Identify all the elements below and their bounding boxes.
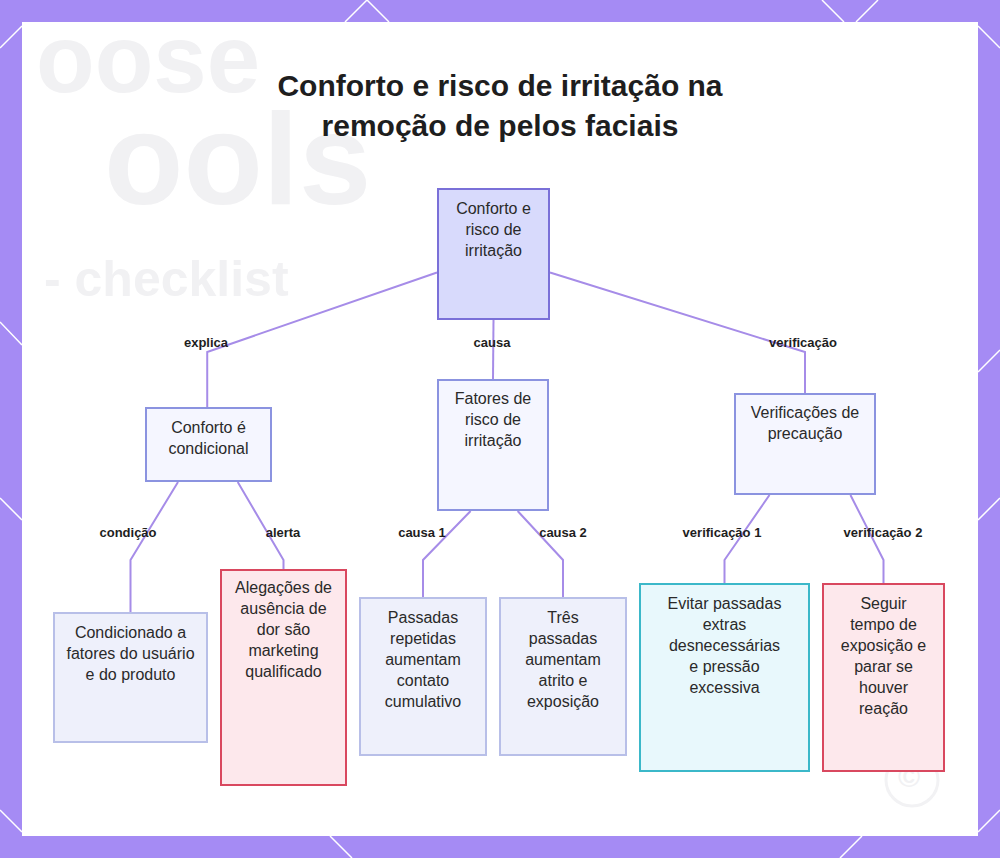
concept-box: Três passadas aumentam atrito e exposiçã… [499,597,627,756]
concept-box: Passadas repetidas aumentam contato cumu… [359,597,487,756]
edge-label: verificação 2 [844,525,923,540]
connector-line [131,482,179,612]
edge-label: explica [184,335,228,350]
edge-label: causa [474,335,511,350]
node-text: Evitar passadas extras desnecessárias e … [667,593,782,698]
edge-label: verificação [769,335,837,350]
node-text: Conforto e risco de irritação [445,198,542,261]
node-text: Passadas repetidas aumentam contato cumu… [375,607,471,712]
edge-label: verificação 1 [683,525,762,540]
node-text: Fatores de risco de irritação [449,388,537,451]
diagram-title: Conforto e risco de irritação na remoção… [220,66,780,146]
edge-label: alerta [266,525,301,540]
node-text: Alegações de ausência de dor são marketi… [234,577,333,682]
concept-box: Conforto e risco de irritação [437,188,550,320]
concept-box: Fatores de risco de irritação [437,379,549,511]
connector-line [518,511,563,597]
concept-box: Evitar passadas extras desnecessárias e … [639,583,810,772]
node-text: Verificações de precaução [746,402,864,444]
node-text: Condicionado a fatores do usuário e do p… [65,622,196,685]
edge-label: causa 2 [539,525,587,540]
edge-label: condição [99,525,156,540]
watermark-text: ools [104,84,371,234]
concept-box: Conforto é condicional [145,407,272,482]
connector-line [423,511,471,597]
concept-box: Seguir tempo de exposição e parar se hou… [822,583,945,772]
watermark-text: - checklist [44,250,289,308]
connector-line [492,320,495,379]
connector-line [550,272,805,393]
concept-box: Condicionado a fatores do usuário e do p… [53,612,208,743]
concept-box: Verificações de precaução [734,393,876,495]
node-text: Seguir tempo de exposição e parar se hou… [836,593,931,719]
concept-box: Alegações de ausência de dor são marketi… [220,569,347,786]
node-text: Conforto é condicional [153,417,264,459]
edge-label: causa 1 [398,525,446,540]
node-text: Três passadas aumentam atrito e exposiçã… [515,607,611,712]
